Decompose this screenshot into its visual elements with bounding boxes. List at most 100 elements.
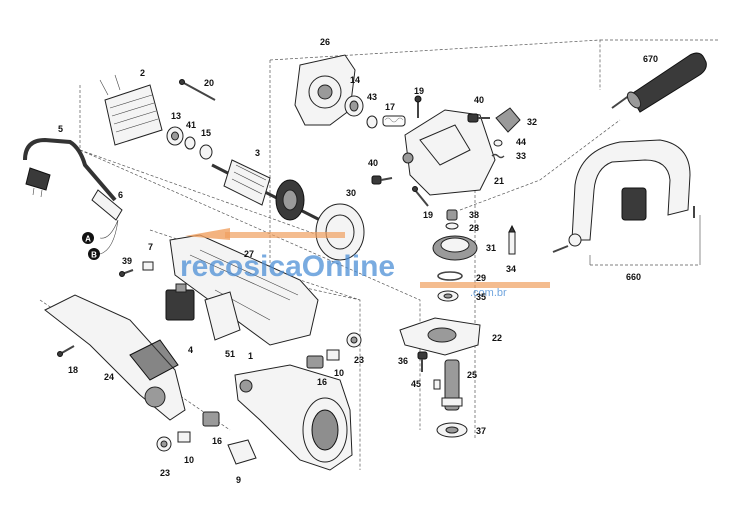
label-19-mid: 19 (423, 210, 433, 220)
watermark-bar-right (420, 282, 550, 288)
part-16-brush-holder-lower (202, 411, 220, 427)
label-36: 36 (398, 356, 408, 366)
part-38-bearing (446, 209, 458, 221)
label-35: 35 (476, 292, 486, 302)
part-51-bracket (204, 291, 241, 341)
part-20-screw (179, 79, 216, 101)
part-labels: 26 14 43 17 19 40 32 44 33 21 670 2 20 1… (58, 37, 658, 485)
part-3-armature (211, 159, 321, 222)
label-10-lower: 10 (184, 455, 194, 465)
label-24: 24 (104, 372, 114, 382)
part-27-housing-half (169, 234, 319, 346)
part-4-switch (165, 283, 195, 321)
label-20: 20 (204, 78, 214, 88)
label-18: 18 (68, 365, 78, 375)
marker-b: B (88, 248, 100, 260)
part-40-screw-upper (467, 113, 490, 123)
label-37: 37 (476, 426, 486, 436)
part-25-spindle (441, 359, 463, 411)
part-44-washer (493, 139, 503, 147)
part-10-carbon-brush-upper (326, 349, 340, 361)
watermark-bar-left (225, 232, 345, 238)
label-7: 7 (148, 242, 153, 252)
label-9: 9 (236, 475, 241, 485)
part-34-spindle-pin (508, 224, 516, 255)
part-17-spring (382, 115, 406, 127)
label-39: 39 (122, 256, 132, 266)
label-28: 28 (469, 223, 479, 233)
label-38: 38 (469, 210, 479, 220)
label-10-upper: 10 (334, 368, 344, 378)
part-41-ring (184, 136, 196, 150)
label-6: 6 (118, 190, 123, 200)
part-18-screw (57, 345, 75, 357)
label-5: 5 (58, 124, 63, 134)
part-670-side-handle (611, 52, 707, 113)
label-16-lower: 16 (212, 436, 222, 446)
part-24-handle-shell (44, 294, 186, 421)
part-21-gear-head-housing (402, 109, 496, 196)
part-22-bearing-flange (399, 317, 481, 356)
part-15-washer (199, 144, 213, 160)
label-22: 22 (492, 333, 502, 343)
part-14-bearing (344, 95, 364, 117)
part-37-flange (436, 422, 468, 438)
label-33: 33 (516, 151, 526, 161)
part-26-gear-housing-cover (294, 54, 356, 126)
label-40-mid: 40 (368, 158, 378, 168)
part-33-spring (491, 153, 505, 159)
label-45: 45 (411, 379, 421, 389)
label-13: 13 (171, 111, 181, 121)
label-1: 1 (248, 351, 253, 361)
svg-text:A: A (85, 235, 91, 244)
label-17: 17 (385, 102, 395, 112)
part-35-bearing (437, 290, 459, 302)
label-31: 31 (486, 243, 496, 253)
watermark: recosicaOnline .com.br (180, 228, 550, 299)
label-660: 660 (626, 272, 641, 282)
label-29: 29 (476, 273, 486, 283)
part-40-screw-lower (371, 175, 393, 185)
part-9-nameplate (227, 439, 257, 465)
part-5-power-cord (23, 137, 117, 202)
label-32: 32 (527, 117, 537, 127)
label-43: 43 (367, 92, 377, 102)
part-45-key (433, 379, 441, 390)
label-44: 44 (516, 137, 526, 147)
part-1-motor-housing (234, 364, 353, 471)
label-4: 4 (188, 345, 193, 355)
part-19-screw-top (414, 95, 422, 118)
label-25: 25 (467, 370, 477, 380)
label-41: 41 (186, 120, 196, 130)
label-27: 27 (244, 249, 254, 259)
label-16-upper: 16 (317, 377, 327, 387)
label-3: 3 (255, 148, 260, 158)
part-23-cap-lower (156, 436, 172, 452)
part-29-snap-ring (437, 271, 463, 281)
part-19-screw-lower (412, 186, 429, 207)
watermark-text: recosicaOnline (180, 250, 395, 283)
part-7-clip (142, 261, 154, 271)
label-23-upper: 23 (354, 355, 364, 365)
label-30: 30 (346, 188, 356, 198)
marker-a: A (82, 232, 94, 244)
part-16-brush-holder-upper (306, 355, 324, 369)
label-15: 15 (201, 128, 211, 138)
label-670: 670 (643, 54, 658, 64)
label-51: 51 (225, 349, 235, 359)
watermark-arrow-left (185, 228, 230, 240)
part-2-field-coil (99, 74, 163, 146)
label-34: 34 (506, 264, 516, 274)
part-23-cap-upper (346, 332, 362, 348)
part-660-bow-handle (552, 139, 695, 253)
label-40-top: 40 (474, 95, 484, 105)
label-23-lower: 23 (160, 468, 170, 478)
part-28-ring (445, 222, 459, 230)
label-19-top: 19 (414, 86, 424, 96)
part-6-cord-guard (91, 189, 123, 255)
label-21: 21 (494, 176, 504, 186)
part-36-screw (417, 351, 428, 372)
part-43-ring (366, 115, 378, 129)
part-31-bevel-gear (432, 235, 478, 261)
